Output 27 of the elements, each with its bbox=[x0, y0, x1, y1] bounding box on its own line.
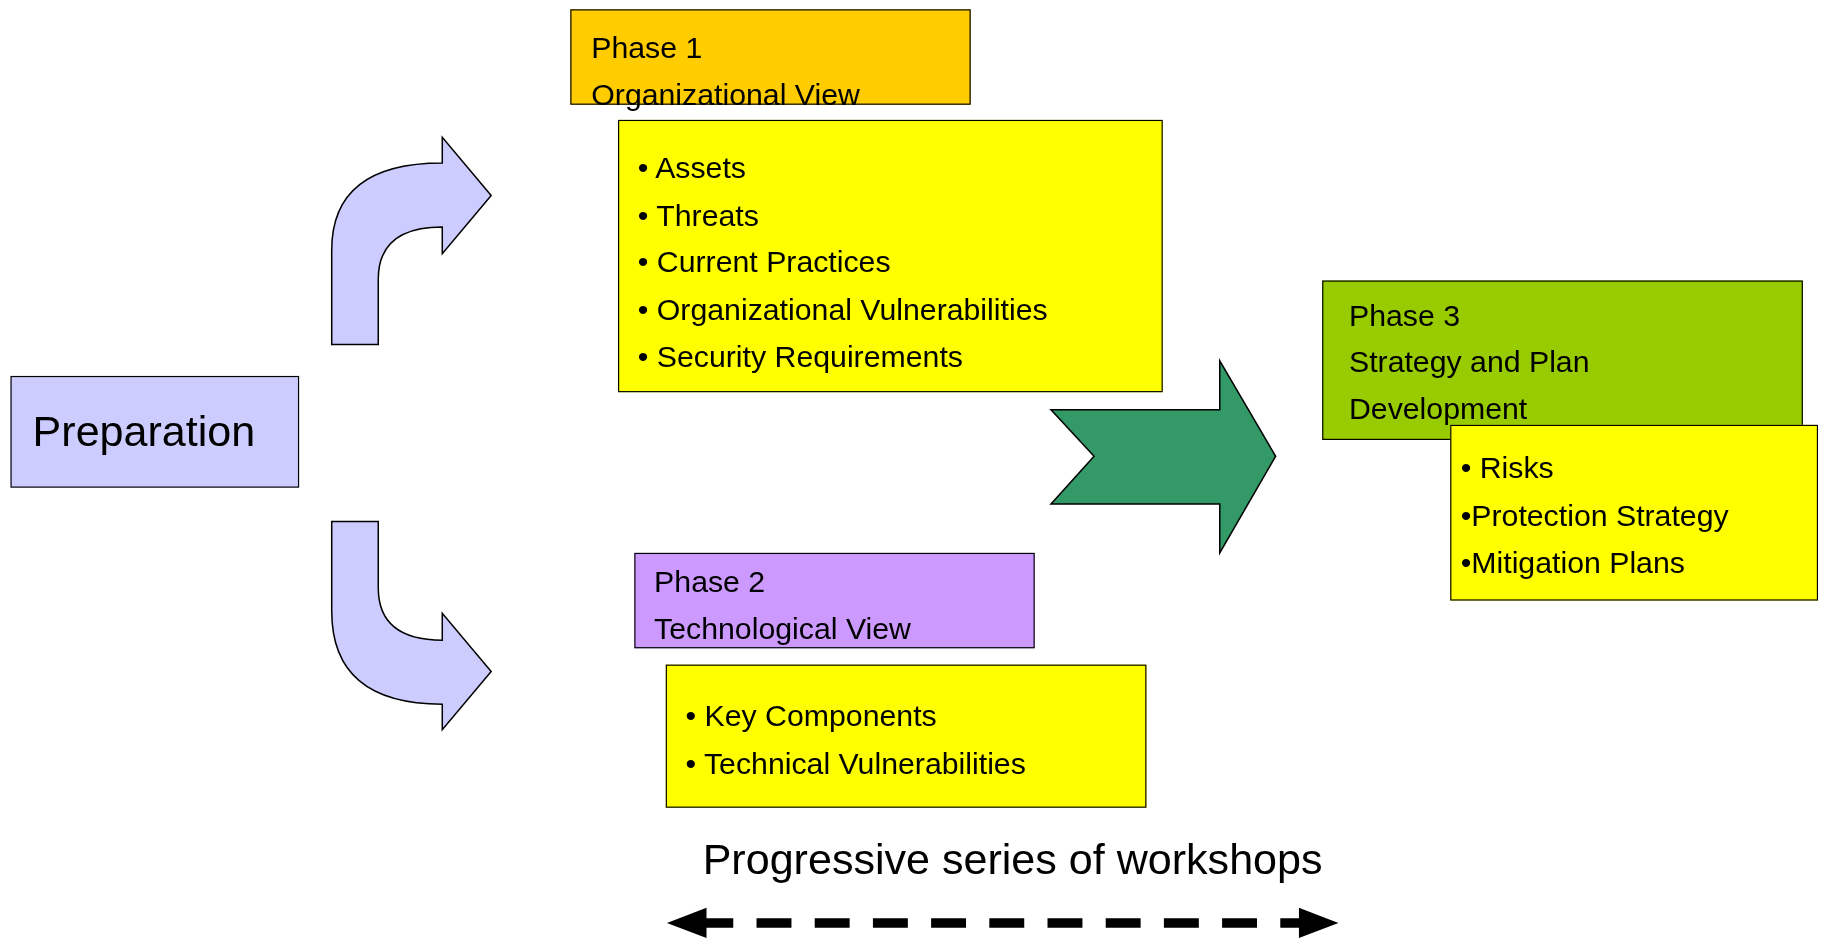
process-box bbox=[10, 375, 300, 488]
bullet-item: • Threats bbox=[637, 196, 760, 235]
bullet-item: •Mitigation Plans bbox=[1460, 543, 1686, 582]
phase-subtitle: Strategy and Plan Development bbox=[1348, 343, 1591, 428]
bullet-item: • Security Requirements bbox=[637, 337, 964, 376]
list-box bbox=[618, 119, 1163, 393]
curved-block-arrow bbox=[330, 520, 492, 731]
bullet-item: • Organizational Vulnerabilities bbox=[637, 290, 1049, 329]
phase-header-box bbox=[634, 552, 1035, 649]
list-box bbox=[665, 664, 1147, 808]
phase-subtitle: Technological View bbox=[654, 610, 912, 648]
phase-subtitle: Organizational View bbox=[591, 75, 861, 114]
bullet-item: • Current Practices bbox=[637, 243, 892, 282]
phase-header-box bbox=[1322, 280, 1803, 440]
chevron-block-arrow bbox=[1049, 358, 1277, 556]
bullet-item: •Protection Strategy bbox=[1460, 496, 1730, 535]
phase-title: Phase 3 bbox=[1348, 296, 1461, 335]
caption-text: Progressive series of workshops bbox=[701, 834, 1324, 886]
bullet-item: • Key Components bbox=[685, 697, 938, 736]
bullet-item: • Technical Vulnerabilities bbox=[685, 744, 1027, 783]
box-label: Preparation bbox=[32, 408, 256, 456]
phase-title: Phase 2 bbox=[654, 563, 767, 602]
list-box bbox=[1450, 424, 1818, 601]
phase-title: Phase 1 bbox=[591, 29, 704, 68]
bullet-item: • Risks bbox=[1460, 449, 1555, 488]
bullet-item: • Assets bbox=[637, 149, 747, 188]
curved-block-arrow bbox=[330, 136, 492, 346]
